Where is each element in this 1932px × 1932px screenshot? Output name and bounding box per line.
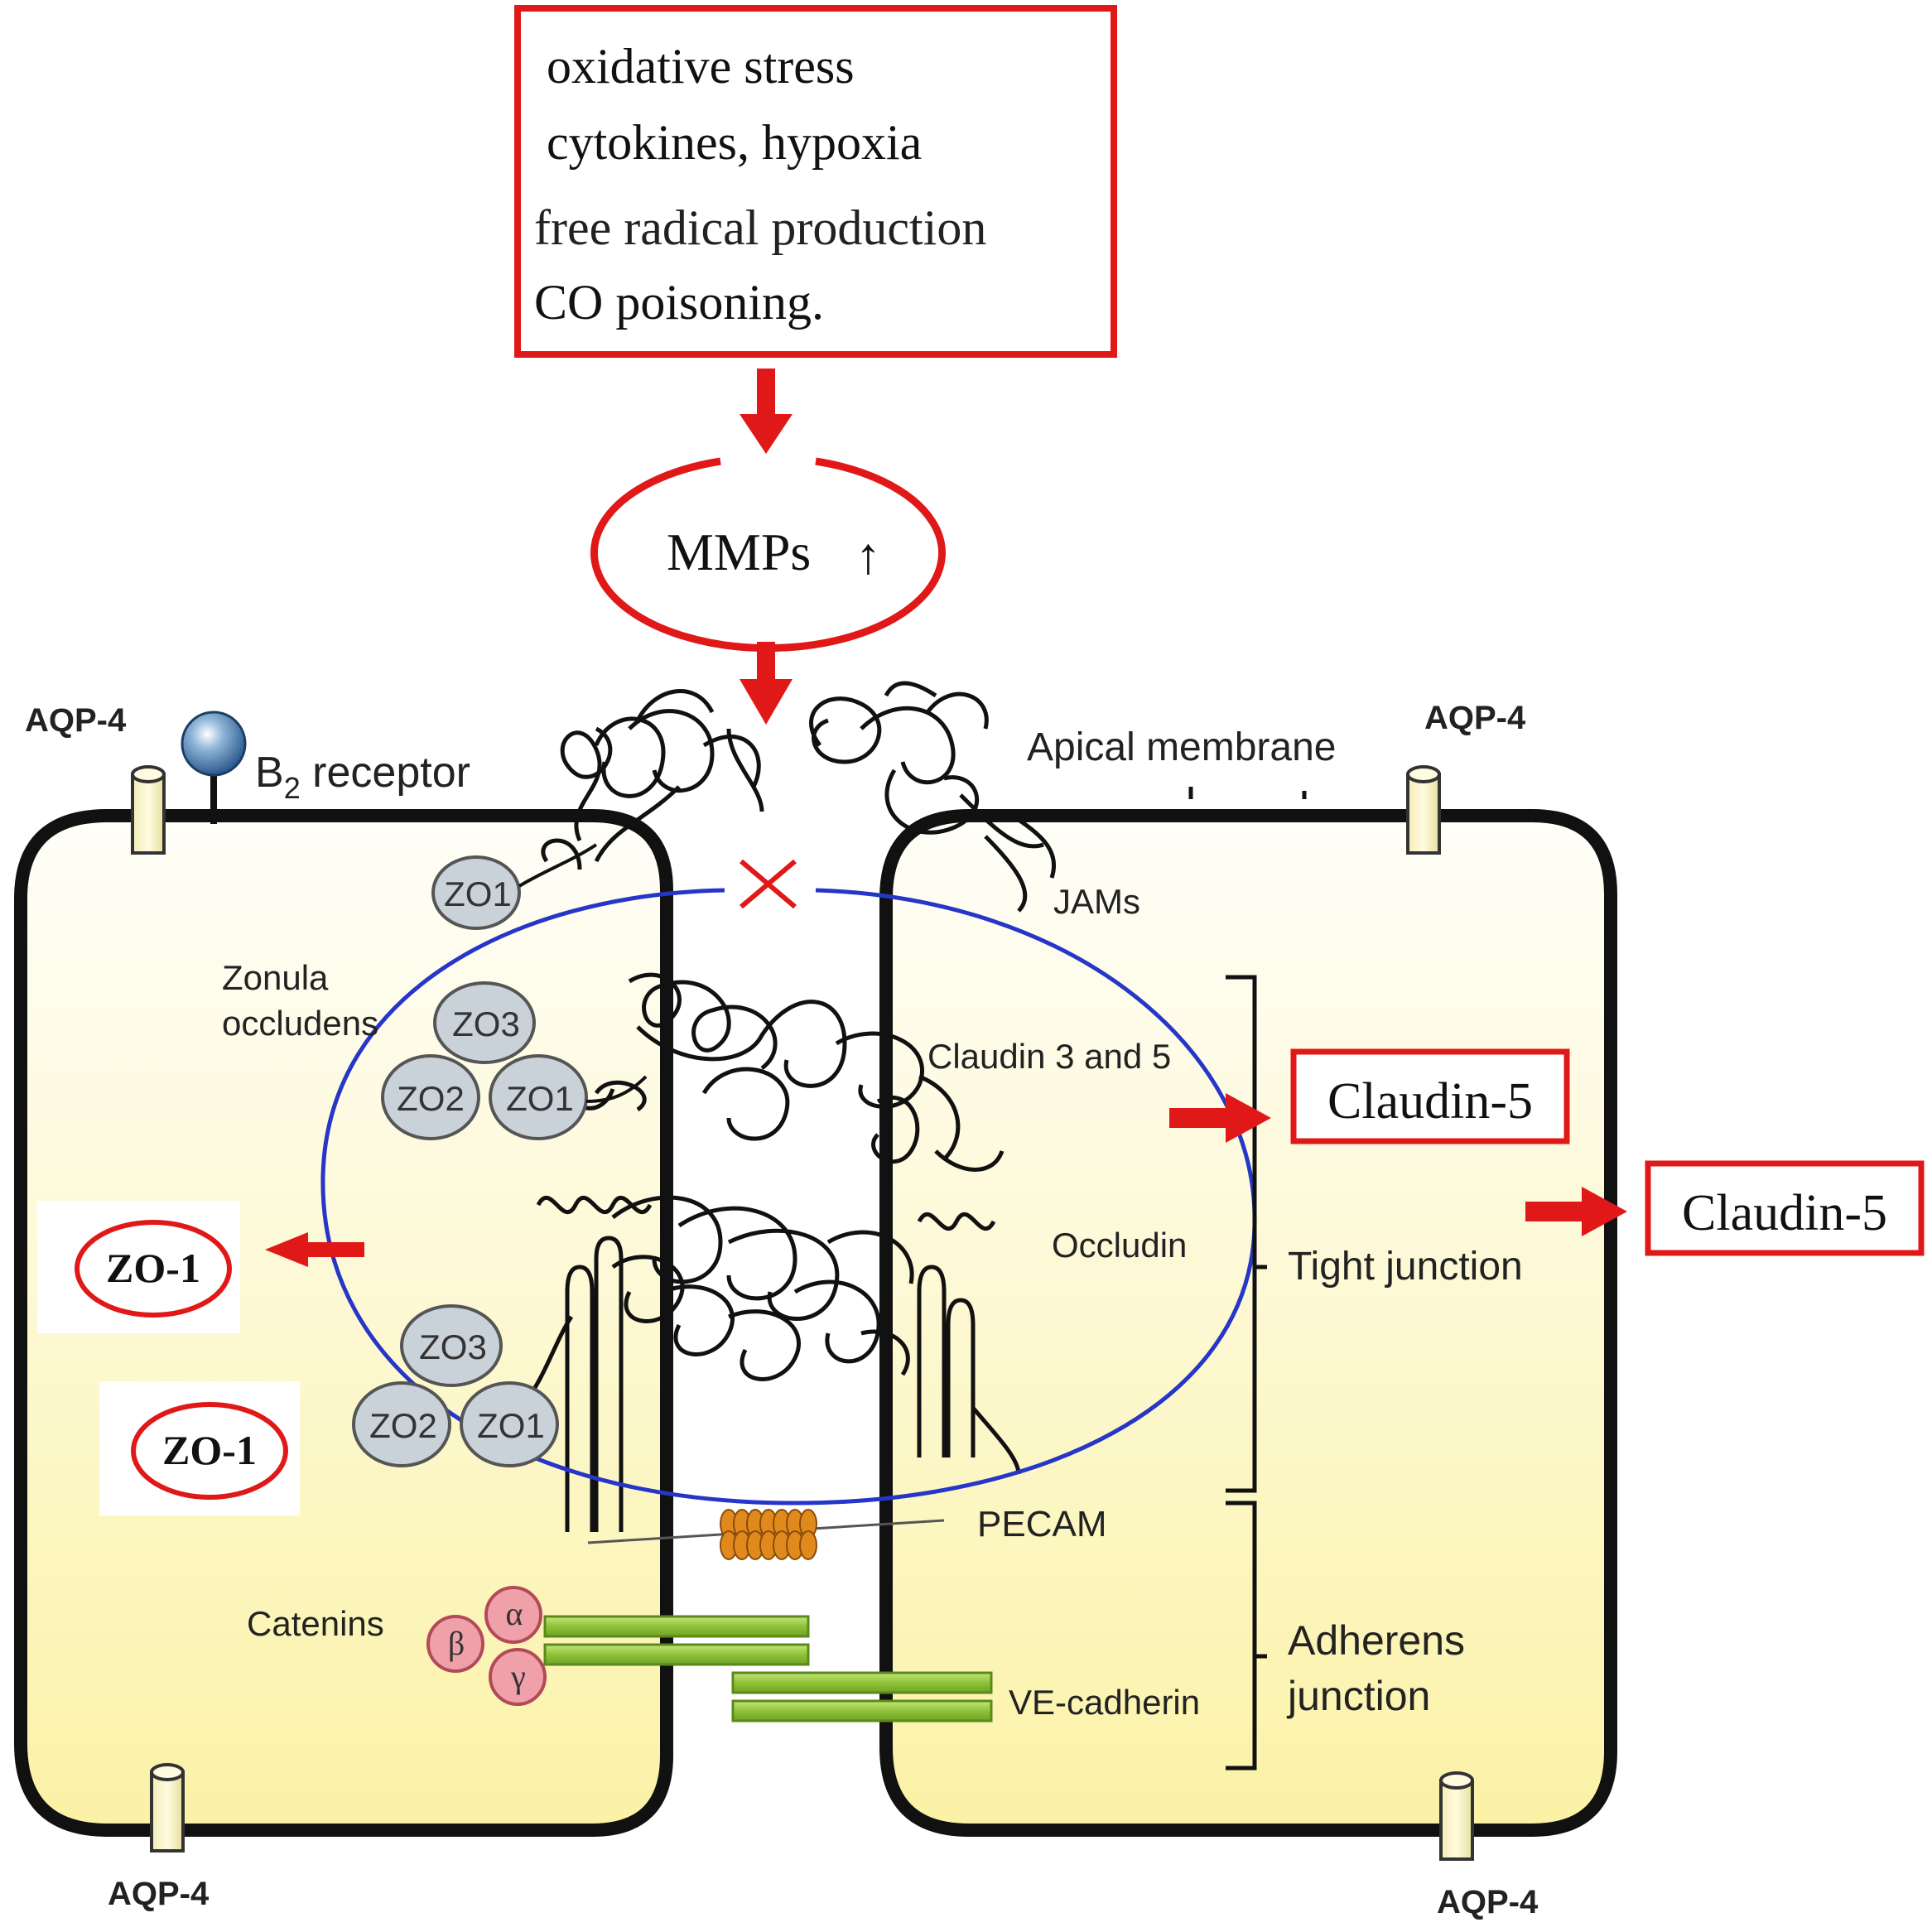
zo-connectors [518, 843, 648, 1103]
aqp4-bottom-right [1439, 1771, 1474, 1861]
tight-junction-bracket [1226, 975, 1257, 1493]
aqp4-bottom-right-label: AQP-4 [1437, 1884, 1539, 1920]
zo2-mid-label: ZO2 [397, 1079, 465, 1118]
occludin-transmembrane-right [917, 1265, 1021, 1475]
arrow-stimuli-to-mmps [740, 369, 793, 454]
up-arrow-icon: ↑ [855, 528, 881, 585]
catenins-label: Catenins [247, 1604, 384, 1643]
claudin-3-5-label: Claudin 3 and 5 [927, 1037, 1171, 1076]
apical-membrane-label: Apical membrane [1027, 725, 1337, 769]
stimuli-box: oxidative stress cytokines, hypoxia free… [514, 5, 1117, 358]
zo2-low [352, 1381, 451, 1467]
zo1-low [460, 1381, 559, 1467]
adherens-label-line2: junction [1286, 1673, 1430, 1719]
junction-brackets [1188, 787, 1307, 1771]
ve-cadherin-label: VE-cadherin [1009, 1683, 1200, 1722]
zo2-mid [381, 1054, 480, 1140]
b2-receptor [181, 711, 247, 824]
catenins [426, 1586, 547, 1706]
mmps-ellipse: MMPs ↑ [590, 457, 946, 653]
zo3-mid-label: ZO3 [452, 1005, 520, 1043]
zo1-top-label: ZO1 [444, 874, 512, 913]
junction-disruption-x-icon [740, 859, 797, 909]
stimulus-oxidative-stress: oxidative stress [547, 39, 855, 94]
claudin5-outer-text: Claudin-5 [1682, 1185, 1887, 1241]
catenin-alpha-label: α [506, 1595, 523, 1632]
tight-junction-ellipse [320, 888, 1257, 1506]
catenin-beta [426, 1615, 484, 1673]
adherens-label-line1: Adherens [1288, 1617, 1465, 1664]
zo1-mid [489, 1054, 588, 1140]
zo1-mid-label: ZO1 [506, 1079, 574, 1118]
aqp4-bottom-left-label: AQP-4 [108, 1876, 210, 1912]
zo3-mid [433, 981, 536, 1064]
catenin-alpha [484, 1586, 542, 1644]
zo3-low [400, 1304, 503, 1387]
zo1-lower-text: ZO-1 [162, 1427, 257, 1473]
stimulus-co-poisoning: CO poisoning. [534, 275, 824, 330]
occludin-strands [536, 1195, 996, 1381]
pecam [587, 1509, 945, 1560]
aqp4-top-left-label: AQP-4 [25, 702, 127, 739]
claudin5-callout-inner: Claudin-5 [1169, 1048, 1570, 1144]
zo2-low-label: ZO2 [369, 1406, 437, 1445]
mmps-label: MMPs [667, 523, 811, 581]
aqp4-channels [131, 765, 1474, 1861]
zo-proteins [352, 855, 588, 1467]
aqp4-top-right-label: AQP-4 [1424, 700, 1526, 736]
aqp4-top-left [131, 765, 166, 855]
catenin-gamma [489, 1648, 547, 1706]
zonula-label-line2: occludens [222, 1004, 378, 1043]
claudin-strands [578, 972, 1005, 1172]
jam-proteins [541, 681, 1057, 913]
zo1-callout-upper: ZO-1 [37, 1201, 364, 1333]
adherens-junction-bracket [1226, 1501, 1257, 1771]
aqp4-top-right [1406, 765, 1441, 855]
catenin-beta-label: β [448, 1625, 465, 1662]
claudin5-callout-outer: Claudin-5 [1525, 1160, 1925, 1256]
claudin5-inner-text: Claudin-5 [1327, 1073, 1533, 1130]
pecam-label: PECAM [977, 1504, 1106, 1544]
ve-cadherin [543, 1615, 993, 1722]
tight-junction-label: Tight junction [1288, 1245, 1523, 1289]
zo1-callout-lower: ZO-1 [99, 1381, 300, 1515]
occludin-label: Occludin [1052, 1226, 1187, 1265]
arrow-mmps-to-junction [740, 642, 793, 725]
b2-receptor-label: B2 receptor [255, 749, 470, 805]
zonula-label-line1: Zonula [222, 958, 329, 997]
right-endothelial-cell [879, 809, 1617, 1837]
jams-label: JAMs [1053, 882, 1140, 921]
stimulus-cytokines-hypoxia: cytokines, hypoxia [547, 115, 922, 170]
zo1-low-label: ZO1 [477, 1406, 545, 1445]
zo1-top [431, 855, 521, 930]
stimulus-free-radical: free radical production [534, 200, 986, 255]
zo3-low-label: ZO3 [419, 1327, 487, 1366]
catenin-gamma-label: γ [510, 1658, 526, 1695]
aqp4-bottom-left [150, 1763, 185, 1853]
zo1-upper-text: ZO-1 [106, 1245, 200, 1291]
